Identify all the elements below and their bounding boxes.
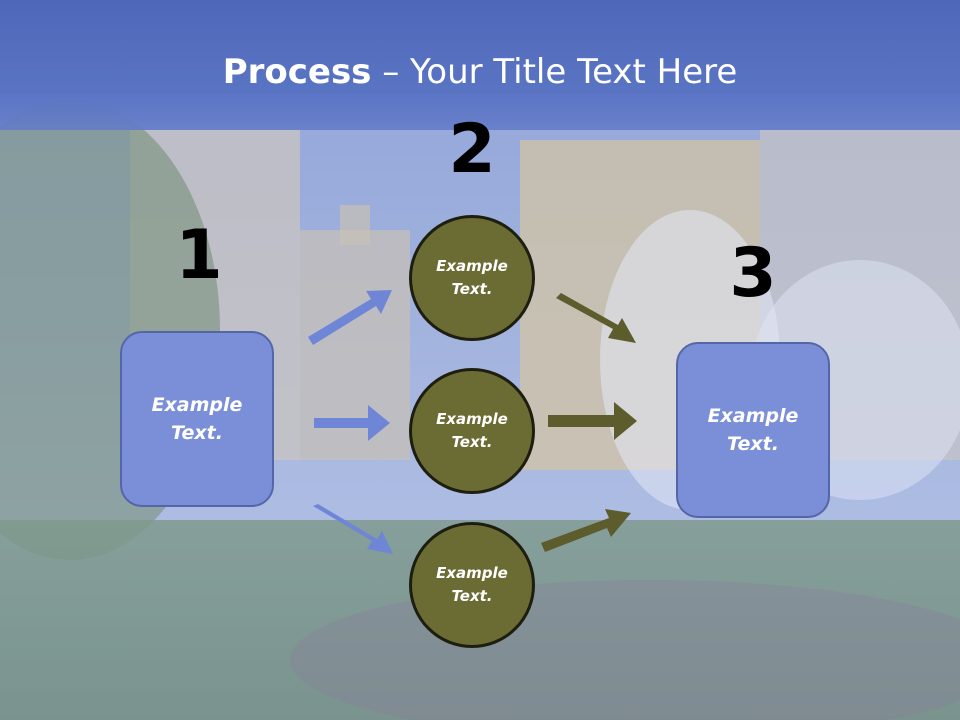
blue-arrow-up — [308, 290, 392, 345]
right-box: Example Text. — [676, 342, 830, 518]
circle-middle: Example Text. — [409, 368, 535, 494]
step-number-3: 3 — [729, 234, 777, 313]
slide-title: Process – Your Title Text Here — [0, 52, 960, 92]
olive-arrow-right — [548, 402, 637, 440]
circle-top: Example Text. — [409, 215, 535, 341]
olive-arrow-up — [541, 509, 631, 552]
circle-bottom: Example Text. — [409, 522, 535, 648]
blue-arrow-down — [313, 504, 393, 554]
step-number-1: 1 — [175, 216, 223, 295]
title-rest: – Your Title Text Here — [371, 52, 738, 92]
header-band — [0, 0, 960, 130]
left-box: Example Text. — [120, 331, 274, 507]
title-bold: Process — [222, 52, 372, 92]
step-number-2: 2 — [448, 110, 496, 189]
olive-arrow-down — [556, 293, 636, 343]
blue-arrow-right — [314, 405, 390, 441]
